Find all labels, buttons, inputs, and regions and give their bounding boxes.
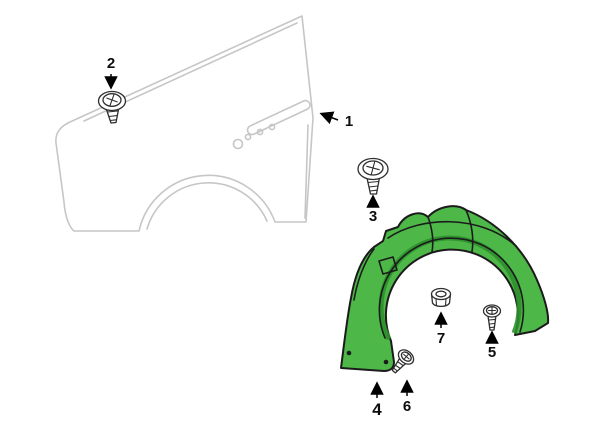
liner-body[interactable] xyxy=(340,205,550,372)
liner-crease-bump2 xyxy=(465,209,474,253)
liner-square-hole xyxy=(378,256,398,275)
callout-1-arrow xyxy=(319,111,339,125)
callout-6-label[interactable]: 6 xyxy=(403,398,411,415)
screw-3-cross-recess xyxy=(366,161,380,175)
screw-5-part[interactable] xyxy=(482,304,502,331)
screw-6-cross-recess xyxy=(403,353,410,360)
fender-hole-1 xyxy=(244,133,252,141)
fender-hole-3 xyxy=(268,123,276,131)
callout-1-label[interactable]: 1 xyxy=(345,113,353,130)
liner-top-crease xyxy=(387,220,517,247)
wheel-arch-liner-part[interactable] xyxy=(340,205,550,372)
screw-2-part[interactable] xyxy=(97,90,127,124)
clip-nut-7-part[interactable] xyxy=(430,287,452,308)
fender-indicator-slot xyxy=(246,99,311,136)
fender-rear-edge-line xyxy=(304,124,309,219)
fender-hole-large xyxy=(232,138,244,150)
screw-3-threads xyxy=(367,180,380,192)
callout-2-label[interactable]: 2 xyxy=(107,55,115,72)
fender-outline xyxy=(55,15,314,232)
fender-hole-2 xyxy=(256,128,264,136)
liner-rim-band-line xyxy=(378,237,525,339)
callout-7-label[interactable]: 7 xyxy=(437,330,445,347)
liner-crease-left xyxy=(353,248,375,301)
screw-2-threads xyxy=(106,110,119,122)
liner-screw-hole-2 xyxy=(383,359,389,365)
clip-nut-ridges xyxy=(435,297,447,307)
screw-3-part[interactable] xyxy=(357,157,389,195)
screw-5-threads xyxy=(488,318,496,329)
fender-wheel-arch-inner-line xyxy=(146,182,268,230)
liner-screw-hole-1 xyxy=(346,350,352,356)
callout-4-label[interactable]: 4 xyxy=(372,400,382,419)
callout-5-label[interactable]: 5 xyxy=(488,344,496,361)
screw-2-cross-recess xyxy=(106,94,118,106)
screw-5-cross-recess xyxy=(487,306,497,315)
liner-crease-bump1 xyxy=(427,216,434,253)
callout-3-label[interactable]: 3 xyxy=(369,208,377,225)
screw-6-threads xyxy=(393,361,404,372)
front-fender-part[interactable] xyxy=(55,15,314,232)
screw-6-part[interactable] xyxy=(387,347,416,377)
clip-nut-hole xyxy=(435,290,447,298)
